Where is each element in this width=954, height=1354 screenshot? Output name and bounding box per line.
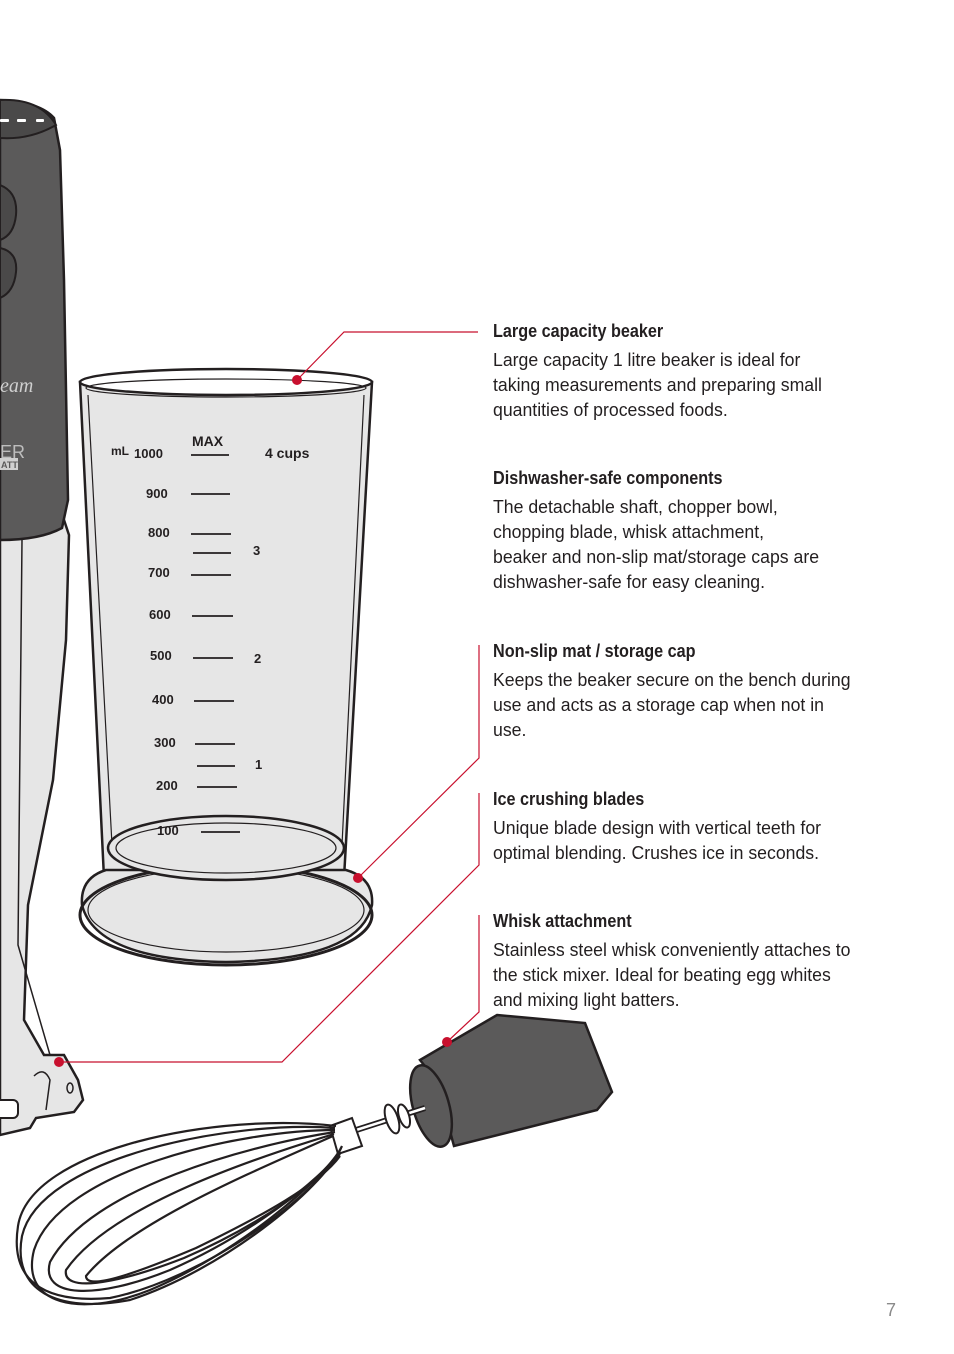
whisk-shaft-collar <box>383 1103 401 1135</box>
page-number: 7 <box>886 1300 897 1320</box>
whisk-attachment <box>15 1013 614 1306</box>
whisk-shaft-collar <box>396 1103 412 1129</box>
callout-dot <box>292 375 302 385</box>
mixer-top-cap <box>0 98 58 140</box>
mixer-badge <box>0 458 18 470</box>
mixer-brand-logo: eam <box>0 375 33 397</box>
beaker-bottom <box>106 814 346 882</box>
callout-line-beaker <box>296 331 478 381</box>
feature-title: Non-slip mat / storage cap <box>493 641 696 661</box>
beaker-inner-wall <box>87 394 365 846</box>
mixer-handle <box>0 98 70 542</box>
indicator-light <box>17 119 26 122</box>
callout-line-ice-blades <box>59 793 480 1063</box>
scale-cup-label: 2 <box>254 651 261 666</box>
feature-non-slip-mat: Non-slip mat / storage cap Keeps the bea… <box>493 641 903 742</box>
feature-line: The detachable shaft, chopper bowl, <box>493 496 778 517</box>
callout-dot <box>353 873 363 883</box>
mixer-foot-detail <box>33 1071 51 1111</box>
scale-mark-label: 300 <box>154 735 176 750</box>
feature-line: chopping blade, whisk attachment, <box>493 521 765 542</box>
scale-mark-label: 1000 <box>134 446 163 461</box>
feature-line: dishwasher-safe for easy cleaning. <box>493 571 766 592</box>
feature-line: use and acts as a storage cap when not i… <box>493 694 824 715</box>
feature-dishwasher-safe: Dishwasher-safe components The detachabl… <box>493 468 903 594</box>
mixer-badge-text: ATT <box>1 460 18 470</box>
scale-cup-label: 3 <box>253 543 260 558</box>
feature-line: the stick mixer. Ideal for beating egg w… <box>493 964 831 985</box>
mixer-foot-hole <box>66 1082 74 1094</box>
feature-line: Large capacity 1 litre beaker is ideal f… <box>493 349 801 370</box>
callout-dot <box>442 1037 452 1047</box>
mixer-shaft-edge <box>17 539 51 1056</box>
feature-line: quantities of processed foods. <box>493 399 728 420</box>
beaker-rim-inner <box>85 378 367 398</box>
feature-title: Large capacity beaker <box>493 321 664 341</box>
feature-line: use. <box>493 719 527 740</box>
whisk-gearbox <box>418 1013 614 1148</box>
scale-mark-label: 100 <box>157 823 179 838</box>
mixer-foot-slot <box>0 1099 19 1119</box>
mixer-model-text: ER <box>0 442 25 462</box>
scale-cups-label: 4 cups <box>265 445 310 461</box>
callout-line-whisk <box>446 915 480 1043</box>
indicator-light <box>0 119 9 122</box>
feature-line: Unique blade design with vertical teeth … <box>493 817 822 838</box>
speed-button-2 <box>0 246 18 300</box>
feature-line: Keeps the beaker secure on the bench dur… <box>493 669 851 690</box>
beaker-scale: mL MAX 4 cups 1000 900 800 3 700 600 500… <box>111 433 310 838</box>
scale-max-label: MAX <box>192 433 224 449</box>
whisk-wires <box>15 1121 344 1306</box>
scale-unit-label: mL <box>111 444 129 458</box>
feature-line: and mixing light batters. <box>493 989 680 1010</box>
callout-lines <box>59 331 480 1063</box>
feature-line: Stainless steel whisk conveniently attac… <box>493 939 851 960</box>
feature-line: optimal blending. Crushes ice in seconds… <box>493 842 820 863</box>
whisk-ferrule <box>328 1116 364 1156</box>
feature-title: Whisk attachment <box>493 911 632 931</box>
scale-mark-label: 800 <box>148 525 170 540</box>
scale-mark-label: 200 <box>156 778 178 793</box>
feature-whisk-attachment: Whisk attachment Stainless steel whisk c… <box>493 911 903 1012</box>
feature-title: Ice crushing blades <box>493 789 645 809</box>
feature-title: Dishwasher-safe components <box>493 468 723 488</box>
scale-mark-label: 500 <box>150 648 172 663</box>
scale-cup-label: 1 <box>255 757 262 772</box>
stick-mixer: eam ER ATT <box>0 98 85 1137</box>
feature-line: beaker and non-slip mat/storage caps are <box>493 546 820 567</box>
mixer-shaft <box>0 518 85 1137</box>
callout-dots <box>54 375 452 1067</box>
callout-line-storage-cap <box>357 645 480 879</box>
callout-dot <box>54 1057 64 1067</box>
beaker: mL MAX 4 cups 1000 900 800 3 700 600 500… <box>78 367 374 967</box>
feature-large-capacity-beaker: Large capacity beaker Large capacity 1 l… <box>493 321 903 422</box>
beaker-base-mat <box>80 868 374 964</box>
indicator-light <box>36 119 44 122</box>
scale-mark-label: 400 <box>152 692 174 707</box>
feature-line: taking measurements and preparing small <box>493 374 822 395</box>
feature-ice-crushing-blades: Ice crushing blades Unique blade design … <box>493 789 903 865</box>
speed-button-1 <box>0 183 18 242</box>
scale-mark-label: 700 <box>148 565 170 580</box>
scale-mark-label: 600 <box>149 607 171 622</box>
beaker-bottom-inner <box>115 822 337 874</box>
scale-mark-label: 900 <box>146 486 168 501</box>
